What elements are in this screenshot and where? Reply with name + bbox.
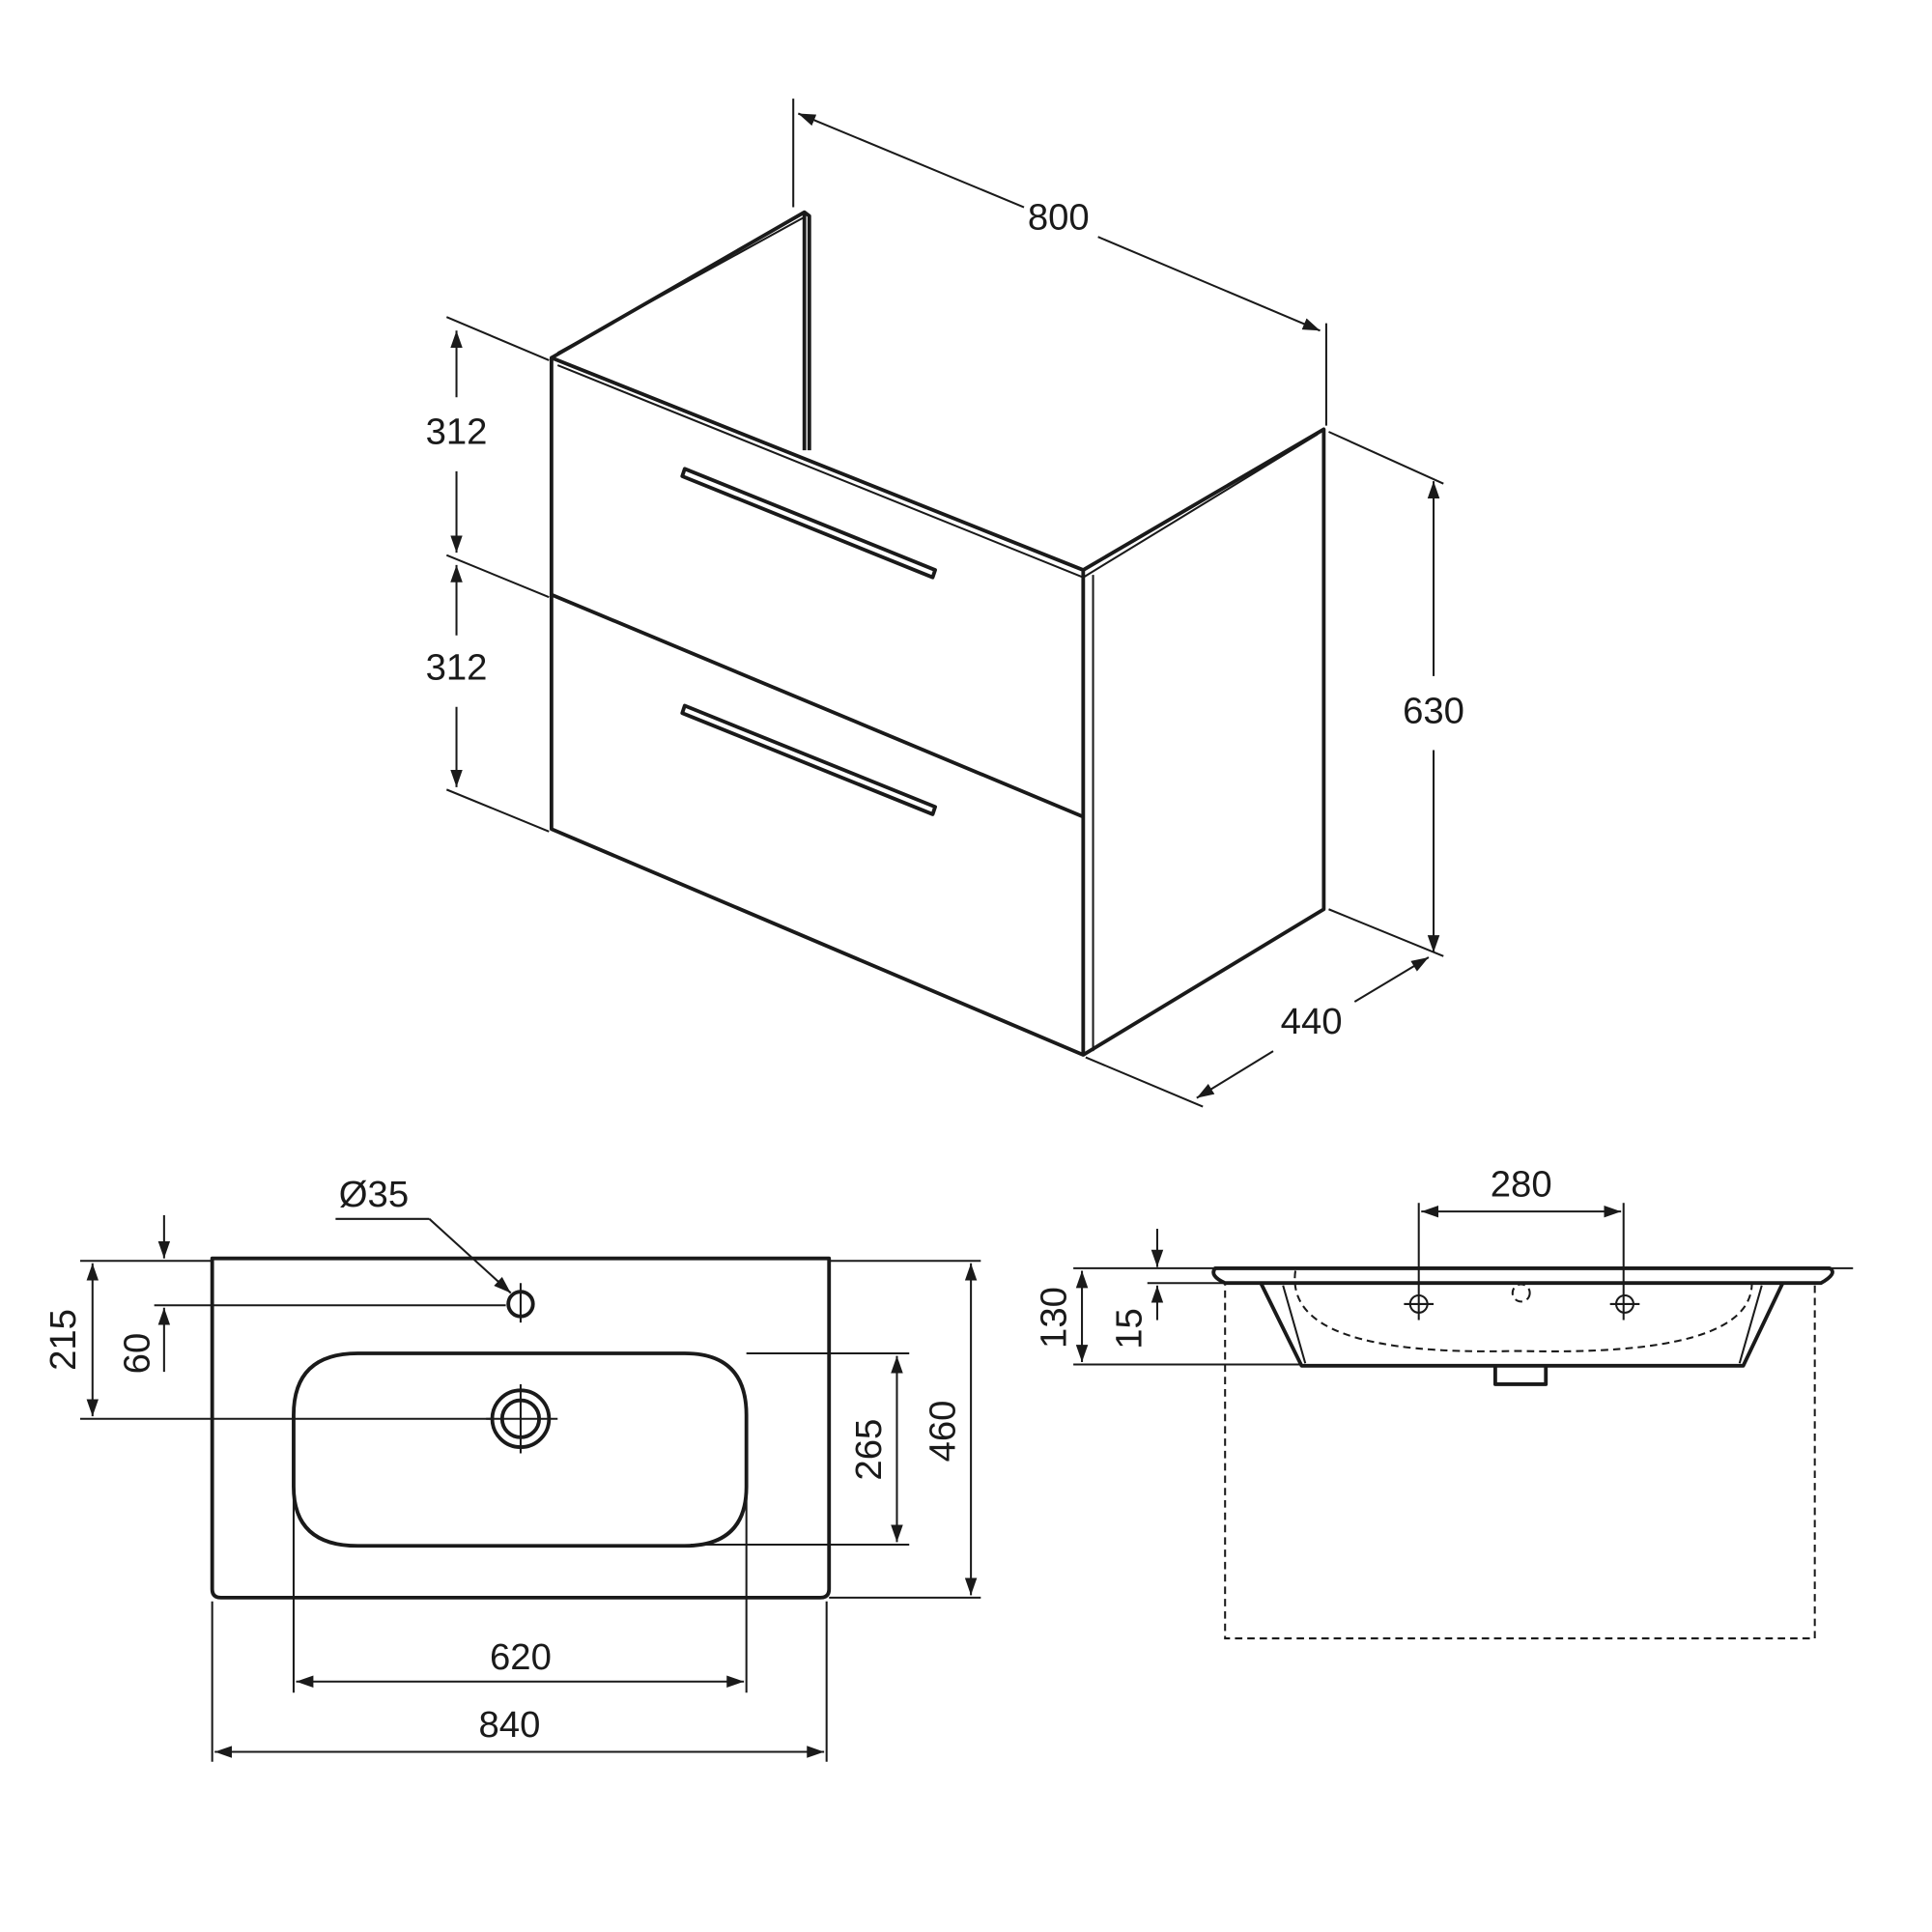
dim-basin-width: 840 — [479, 1704, 541, 1746]
bowl-outline — [292, 1351, 749, 1548]
basin-side-view — [1211, 1265, 1854, 1640]
overflow-hole-icon — [1511, 1283, 1531, 1303]
cabinet-isometric — [549, 210, 1326, 1057]
cabinet-side-thickness — [1082, 433, 1319, 1052]
dim-cabinet-height: 630 — [1403, 690, 1464, 731]
drawer-split-line — [551, 592, 1085, 819]
dim-drawer-top-height: 312 — [426, 412, 488, 453]
dim-tap-hole-spacing: 280 — [1491, 1164, 1552, 1206]
cabinet-top-thickness — [556, 215, 1084, 579]
drawer-handle-bottom — [680, 703, 937, 816]
dim-basin-height: 130 — [1033, 1287, 1074, 1349]
basin-top-dimensions: Ø35 215 60 265 460 620 840 — [43, 1174, 981, 1762]
dim-tap-offset: 60 — [116, 1333, 157, 1375]
dim-tap-hole-diameter: Ø35 — [339, 1174, 409, 1215]
dim-drain-offset: 215 — [43, 1309, 84, 1371]
cabinet-outline-hidden — [1224, 1282, 1816, 1640]
dim-bowl-width: 620 — [490, 1636, 552, 1678]
cabinet-dimensions: 800 312 312 630 440 — [426, 99, 1464, 1108]
dim-rim-thickness: 15 — [1108, 1308, 1150, 1350]
basin-outline — [210, 1256, 832, 1600]
bowl-profile — [1259, 1282, 1785, 1368]
dim-drawer-bottom-height: 312 — [426, 647, 488, 689]
dim-bowl-depth: 265 — [848, 1419, 890, 1481]
cabinet-side-panel — [1082, 427, 1326, 1057]
basin-top-view — [210, 1256, 832, 1600]
drain-outlet — [1492, 1365, 1548, 1386]
dim-cabinet-depth: 440 — [1281, 1001, 1343, 1042]
basin-side-dimensions: 280 130 15 — [1033, 1164, 1640, 1366]
dim-cabinet-width: 800 — [1028, 196, 1090, 238]
cabinet-back-top-edge — [550, 210, 811, 451]
countertop-profile — [1211, 1265, 1834, 1286]
dim-basin-depth: 460 — [922, 1401, 963, 1463]
drawer-handle-top — [680, 467, 937, 580]
bowl-inner-hidden — [1293, 1270, 1753, 1352]
